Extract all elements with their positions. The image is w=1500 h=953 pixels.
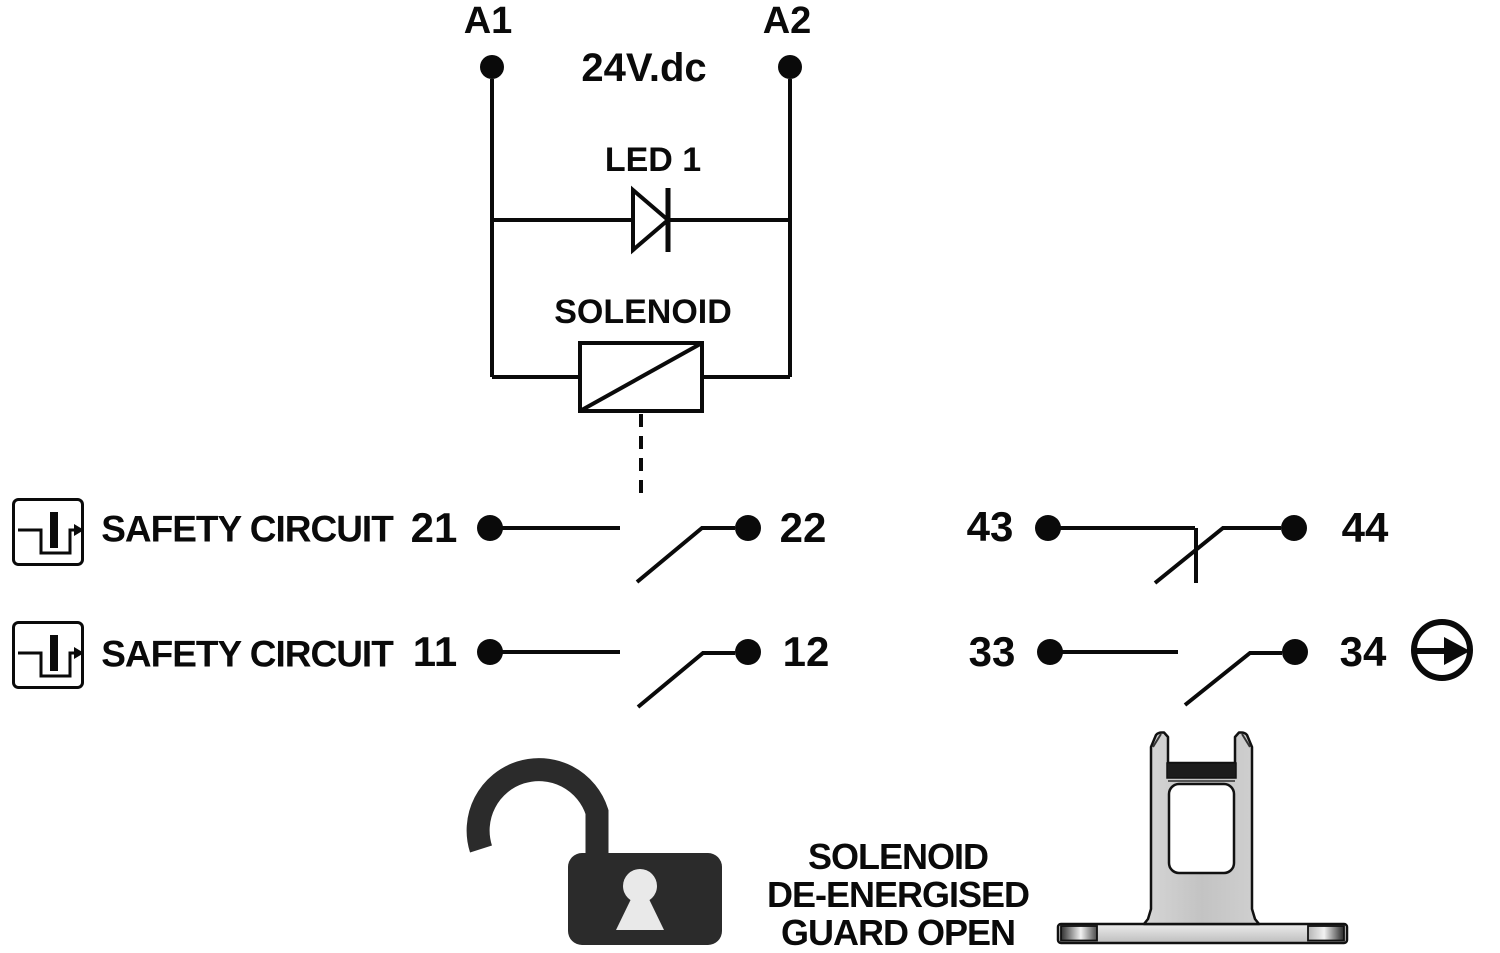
terminal-a2-label: A2 [762, 0, 812, 42]
contact-21-22 [490, 526, 735, 584]
terminal-11-label: 11 [412, 628, 458, 675]
terminal-43-label: 43 [966, 503, 1014, 550]
safety-circuit-label-2: SAFETY CIRCUIT [101, 633, 394, 675]
terminal-21-label: 21 [410, 504, 458, 551]
safety-circuit-icon [12, 621, 84, 689]
contact-43-44 [1048, 526, 1281, 585]
status-caption-line2: DE-ENERGISED [766, 874, 1030, 915]
status-caption: SOLENOID DE-ENERGISED GUARD OPEN [766, 836, 1030, 953]
contact-11-12 [490, 650, 735, 709]
unlocked-padlock-icon [466, 758, 722, 945]
guard-actuator-illustration [1056, 731, 1349, 945]
supply-voltage-label: 24V.dc [581, 46, 707, 90]
terminal-dots [480, 55, 802, 79]
contact-33-34 [1050, 650, 1282, 707]
terminal-12-label: 12 [782, 628, 830, 675]
solenoid-label: SOLENOID [554, 293, 732, 331]
contact-11-12-dots [477, 639, 761, 665]
led-label: LED 1 [604, 141, 702, 179]
terminal-33-label: 33 [968, 628, 1016, 675]
terminal-22-label: 22 [779, 504, 827, 551]
solenoid-symbol [578, 341, 704, 413]
status-caption-line3: GUARD OPEN [780, 912, 1016, 953]
contact-21-22-dots [477, 515, 761, 541]
safety-circuit-label-1: SAFETY CIRCUIT [101, 508, 394, 550]
status-caption-line1: SOLENOID [807, 836, 989, 877]
terminal-a1-label: A1 [463, 0, 513, 42]
safety-circuit-icon [12, 498, 84, 566]
contact-43-44-dots [1035, 515, 1307, 541]
terminal-34-label: 34 [1339, 628, 1387, 675]
contact-33-34-dots [1037, 639, 1308, 665]
direction-arrow-icon [1411, 619, 1473, 681]
supply-wires [490, 79, 792, 379]
led-diode-symbol [631, 185, 672, 255]
terminal-44-label: 44 [1341, 504, 1389, 551]
